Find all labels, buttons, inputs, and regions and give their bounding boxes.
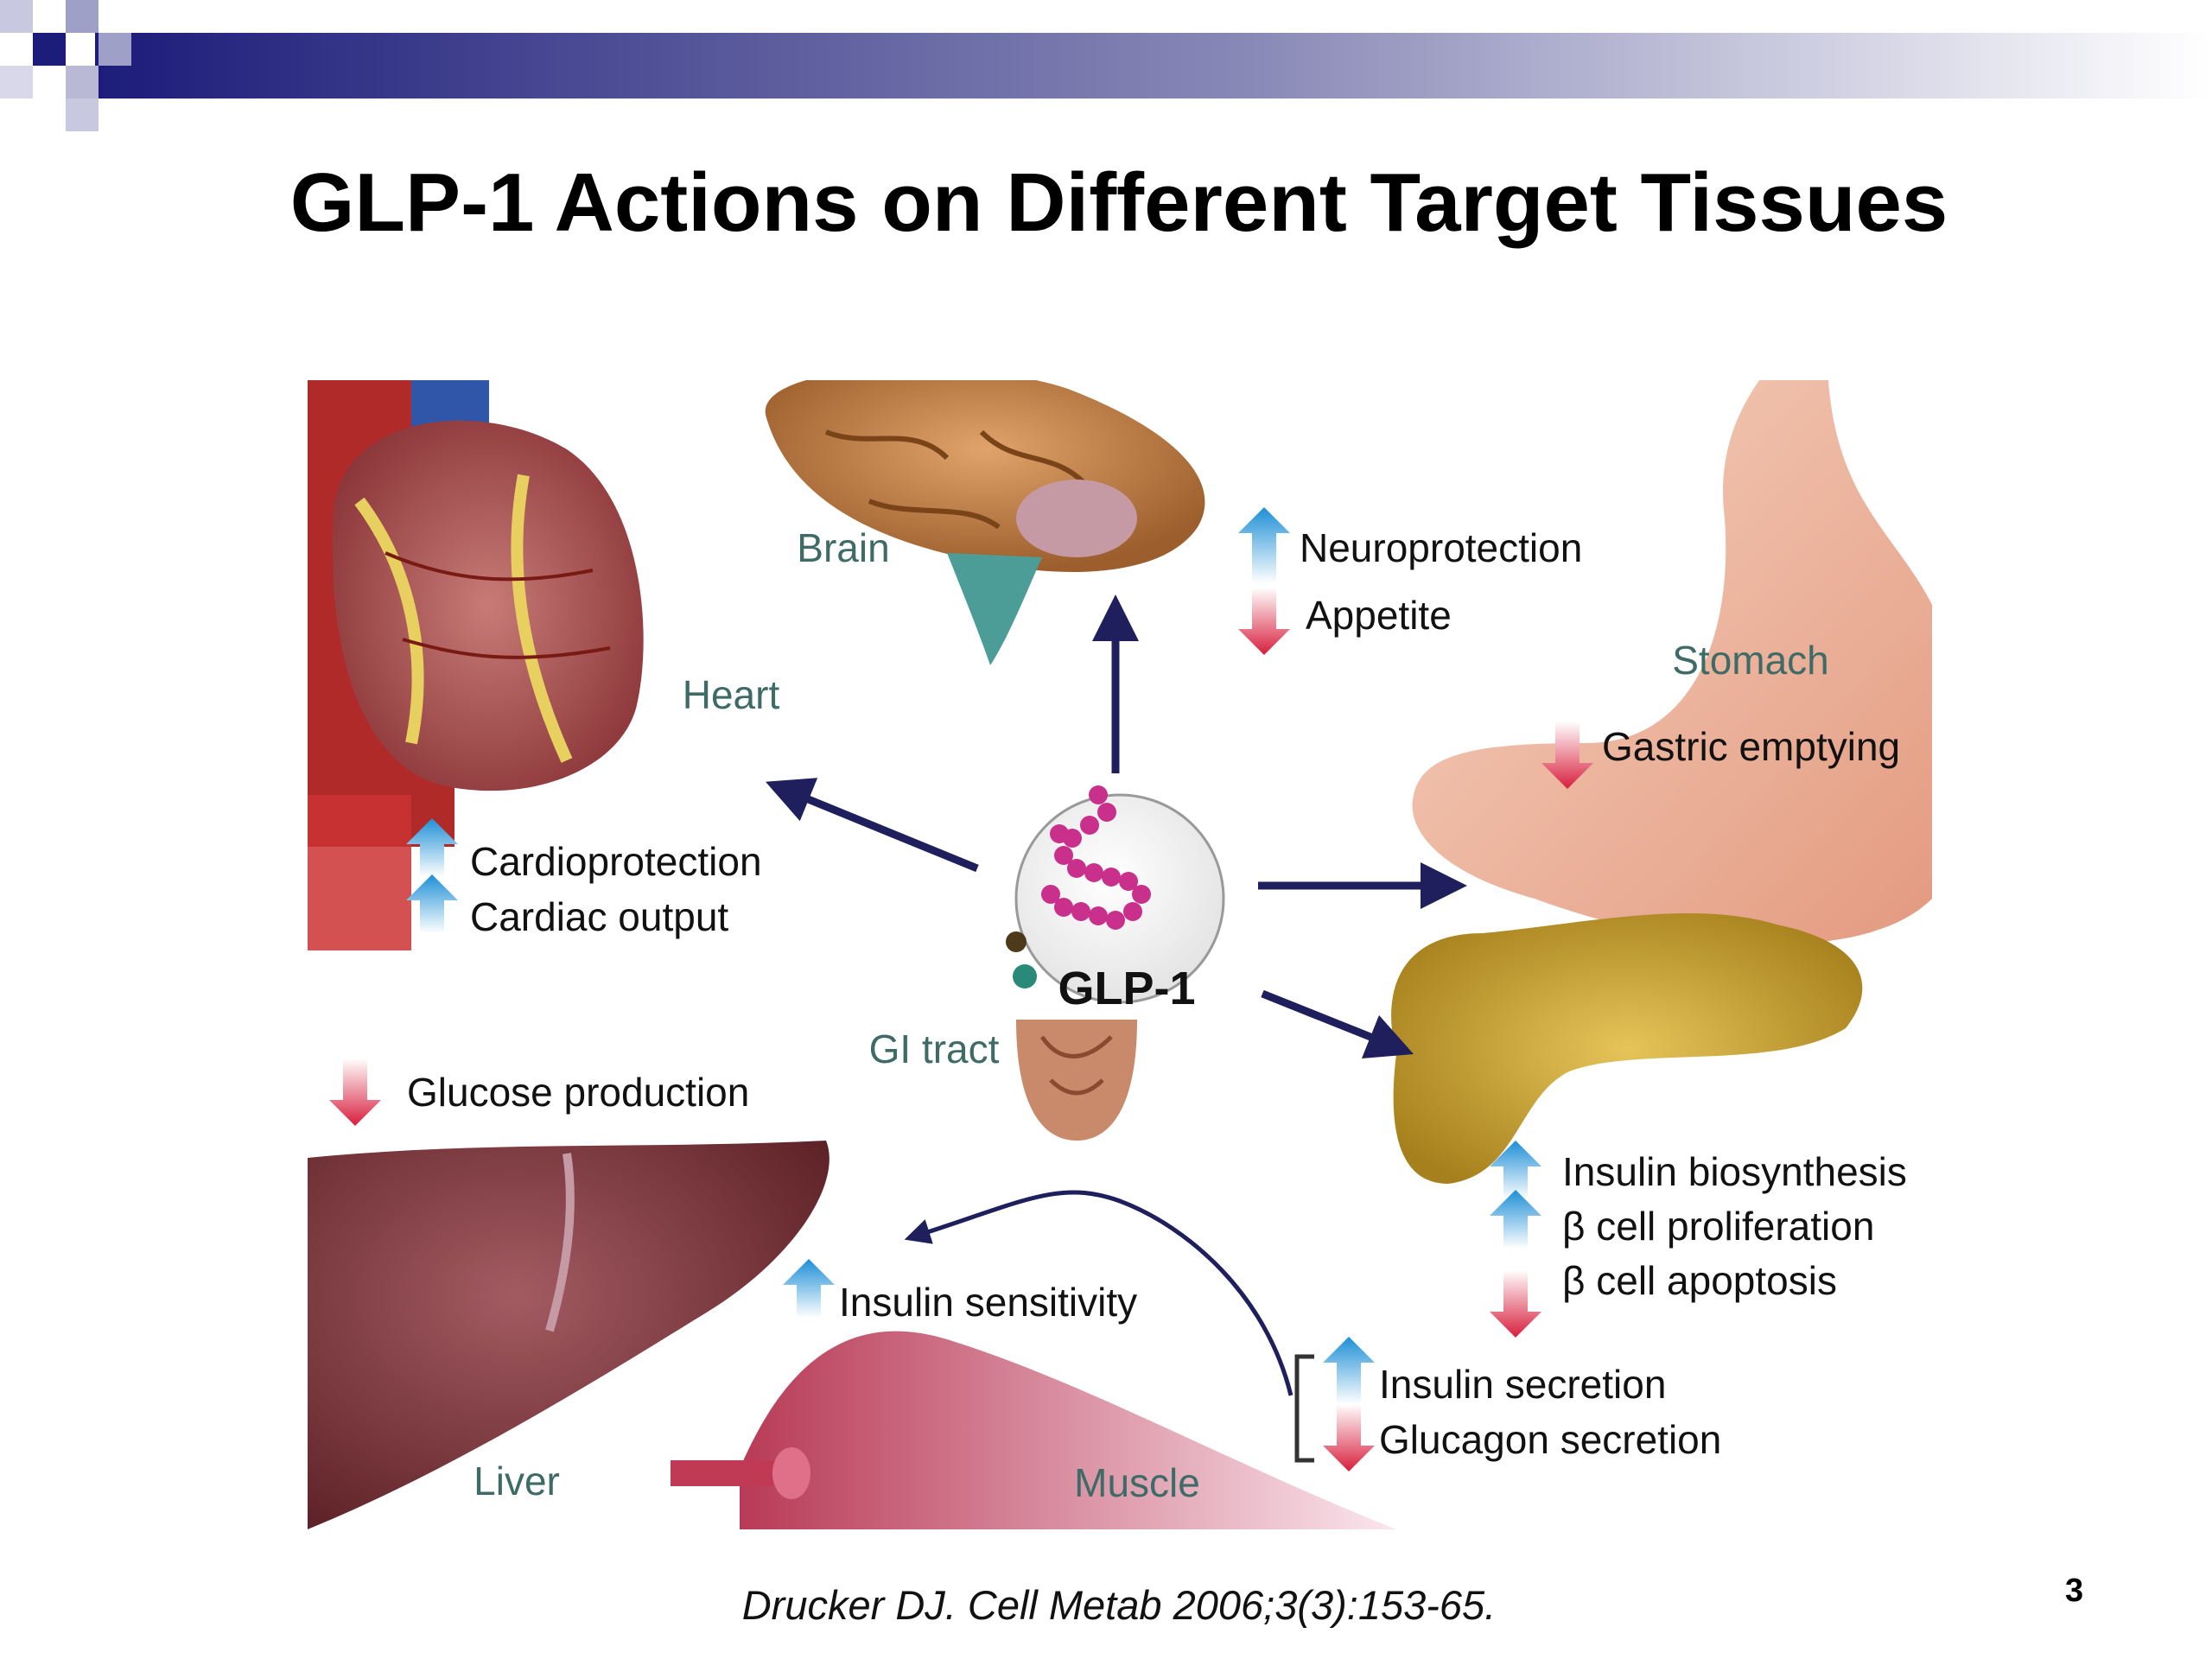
insulin-sensitivity-up-arrow-icon xyxy=(783,1259,835,1318)
cardioprotection-up-arrow-icon xyxy=(406,818,458,877)
label-glucagon-secretion: Glucagon secretion xyxy=(1379,1417,1721,1462)
insulin-secretion-up-arrow-icon xyxy=(1323,1337,1375,1404)
label-beta-cell-apoptosis: β cell apoptosis xyxy=(1562,1258,1837,1303)
effect-labels: Neuroprotection Appetite Gastric emptyin… xyxy=(407,525,1907,1462)
heart-illustration xyxy=(308,380,644,950)
neuroprotection-up-arrow-icon xyxy=(1238,507,1290,583)
appetite-down-arrow-icon xyxy=(1238,588,1290,655)
arrow-to-pancreas xyxy=(1261,989,1414,1059)
label-muscle: Muscle xyxy=(1074,1460,1200,1505)
stomach-illustration xyxy=(1412,380,1932,944)
beta-cell-apoptosis-down-arrow-icon xyxy=(1490,1270,1541,1338)
label-liver: Liver xyxy=(474,1459,560,1503)
label-insulin-sensitivity: Insulin sensitivity xyxy=(839,1280,1137,1325)
label-gi-tract: GI tract xyxy=(869,1027,1000,1071)
insulin-biosynthesis-up-arrow-icon xyxy=(1490,1141,1541,1199)
muscle-illustration xyxy=(671,1331,1396,1529)
beta-cell-proliferation-up-arrow-icon xyxy=(1490,1190,1541,1249)
label-insulin-biosynthesis: Insulin biosynthesis xyxy=(1562,1149,1907,1194)
pancreas-illustration xyxy=(1391,913,1863,1184)
decrease-arrows xyxy=(329,588,1593,1471)
header-gradient xyxy=(95,33,2212,99)
label-cardioprotection: Cardioprotection xyxy=(470,839,762,884)
page-number: 3 xyxy=(2065,1573,2084,1609)
glucagon-secretion-down-arrow-icon xyxy=(1323,1404,1375,1471)
header-square-7 xyxy=(66,99,99,131)
header-square-6 xyxy=(0,66,33,99)
glp1-circle xyxy=(1014,793,1225,1004)
glp1-diagram: GLP-1 xyxy=(308,380,1932,1529)
header-square-3 xyxy=(66,0,99,33)
label-heart: Heart xyxy=(683,672,780,717)
label-appetite: Appetite xyxy=(1306,593,1452,638)
header-square-5 xyxy=(99,33,131,66)
citation: Drucker DJ. Cell Metab 2006;3(3):153-65. xyxy=(741,1582,1497,1628)
gastric-emptying-down-arrow-icon xyxy=(1541,721,1593,789)
label-stomach: Stomach xyxy=(1672,638,1829,683)
header-square-4 xyxy=(66,66,99,99)
glp1-label: GLP-1 xyxy=(1058,963,1195,1014)
arrow-to-heart xyxy=(766,778,979,873)
glucose-production-down-arrow-icon xyxy=(329,1058,381,1126)
header-square-1 xyxy=(0,0,33,33)
label-gastric-emptying: Gastric emptying xyxy=(1602,724,1900,769)
gi-tract-illustration xyxy=(1016,1020,1137,1141)
header-bar xyxy=(0,0,2212,131)
header-square-2 xyxy=(33,33,66,66)
arrow-to-muscle xyxy=(904,1190,1294,1396)
brain-illustration xyxy=(765,380,1205,665)
peptide-chain xyxy=(1041,785,1151,930)
label-insulin-secretion: Insulin secretion xyxy=(1379,1362,1666,1407)
cardiac-output-up-arrow-icon xyxy=(406,874,458,933)
secretion-bracket xyxy=(1294,1354,1314,1463)
label-glucose-production: Glucose production xyxy=(407,1070,749,1115)
label-beta-cell-proliferation: β cell proliferation xyxy=(1562,1204,1874,1249)
label-brain: Brain xyxy=(797,525,889,570)
organ-labels: Brain Heart Stomach GI tract Liver Muscl… xyxy=(474,525,1829,1505)
label-cardiac-output: Cardiac output xyxy=(470,894,728,939)
pathway-arrows xyxy=(766,594,1467,1396)
label-neuroprotection: Neuroprotection xyxy=(1300,525,1582,570)
liver-illustration xyxy=(308,1141,830,1529)
glp1-center: GLP-1 xyxy=(1006,785,1225,1014)
increase-arrows xyxy=(406,507,1541,1404)
slide-title: GLP-1 Actions on Different Target Tissue… xyxy=(289,156,1948,249)
